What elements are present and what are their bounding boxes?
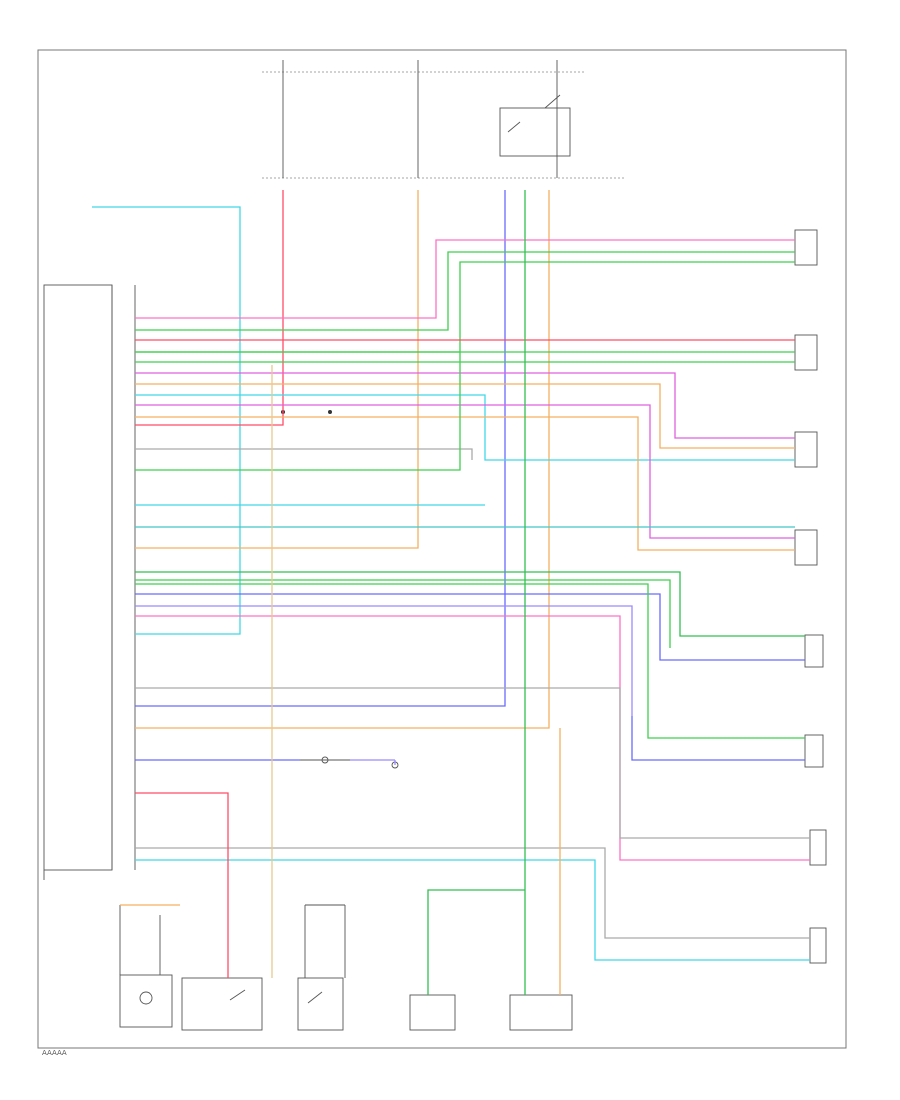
fuse-block: [262, 60, 625, 179]
electronic-module-connector: [43, 284, 136, 880]
footer-code: AAAAA: [42, 1049, 67, 1057]
wires: [92, 190, 810, 995]
diagram-frame: [37, 49, 847, 1049]
right-components: [794, 229, 827, 964]
bottom-components: [119, 904, 573, 1031]
center-splice: [281, 410, 399, 769]
